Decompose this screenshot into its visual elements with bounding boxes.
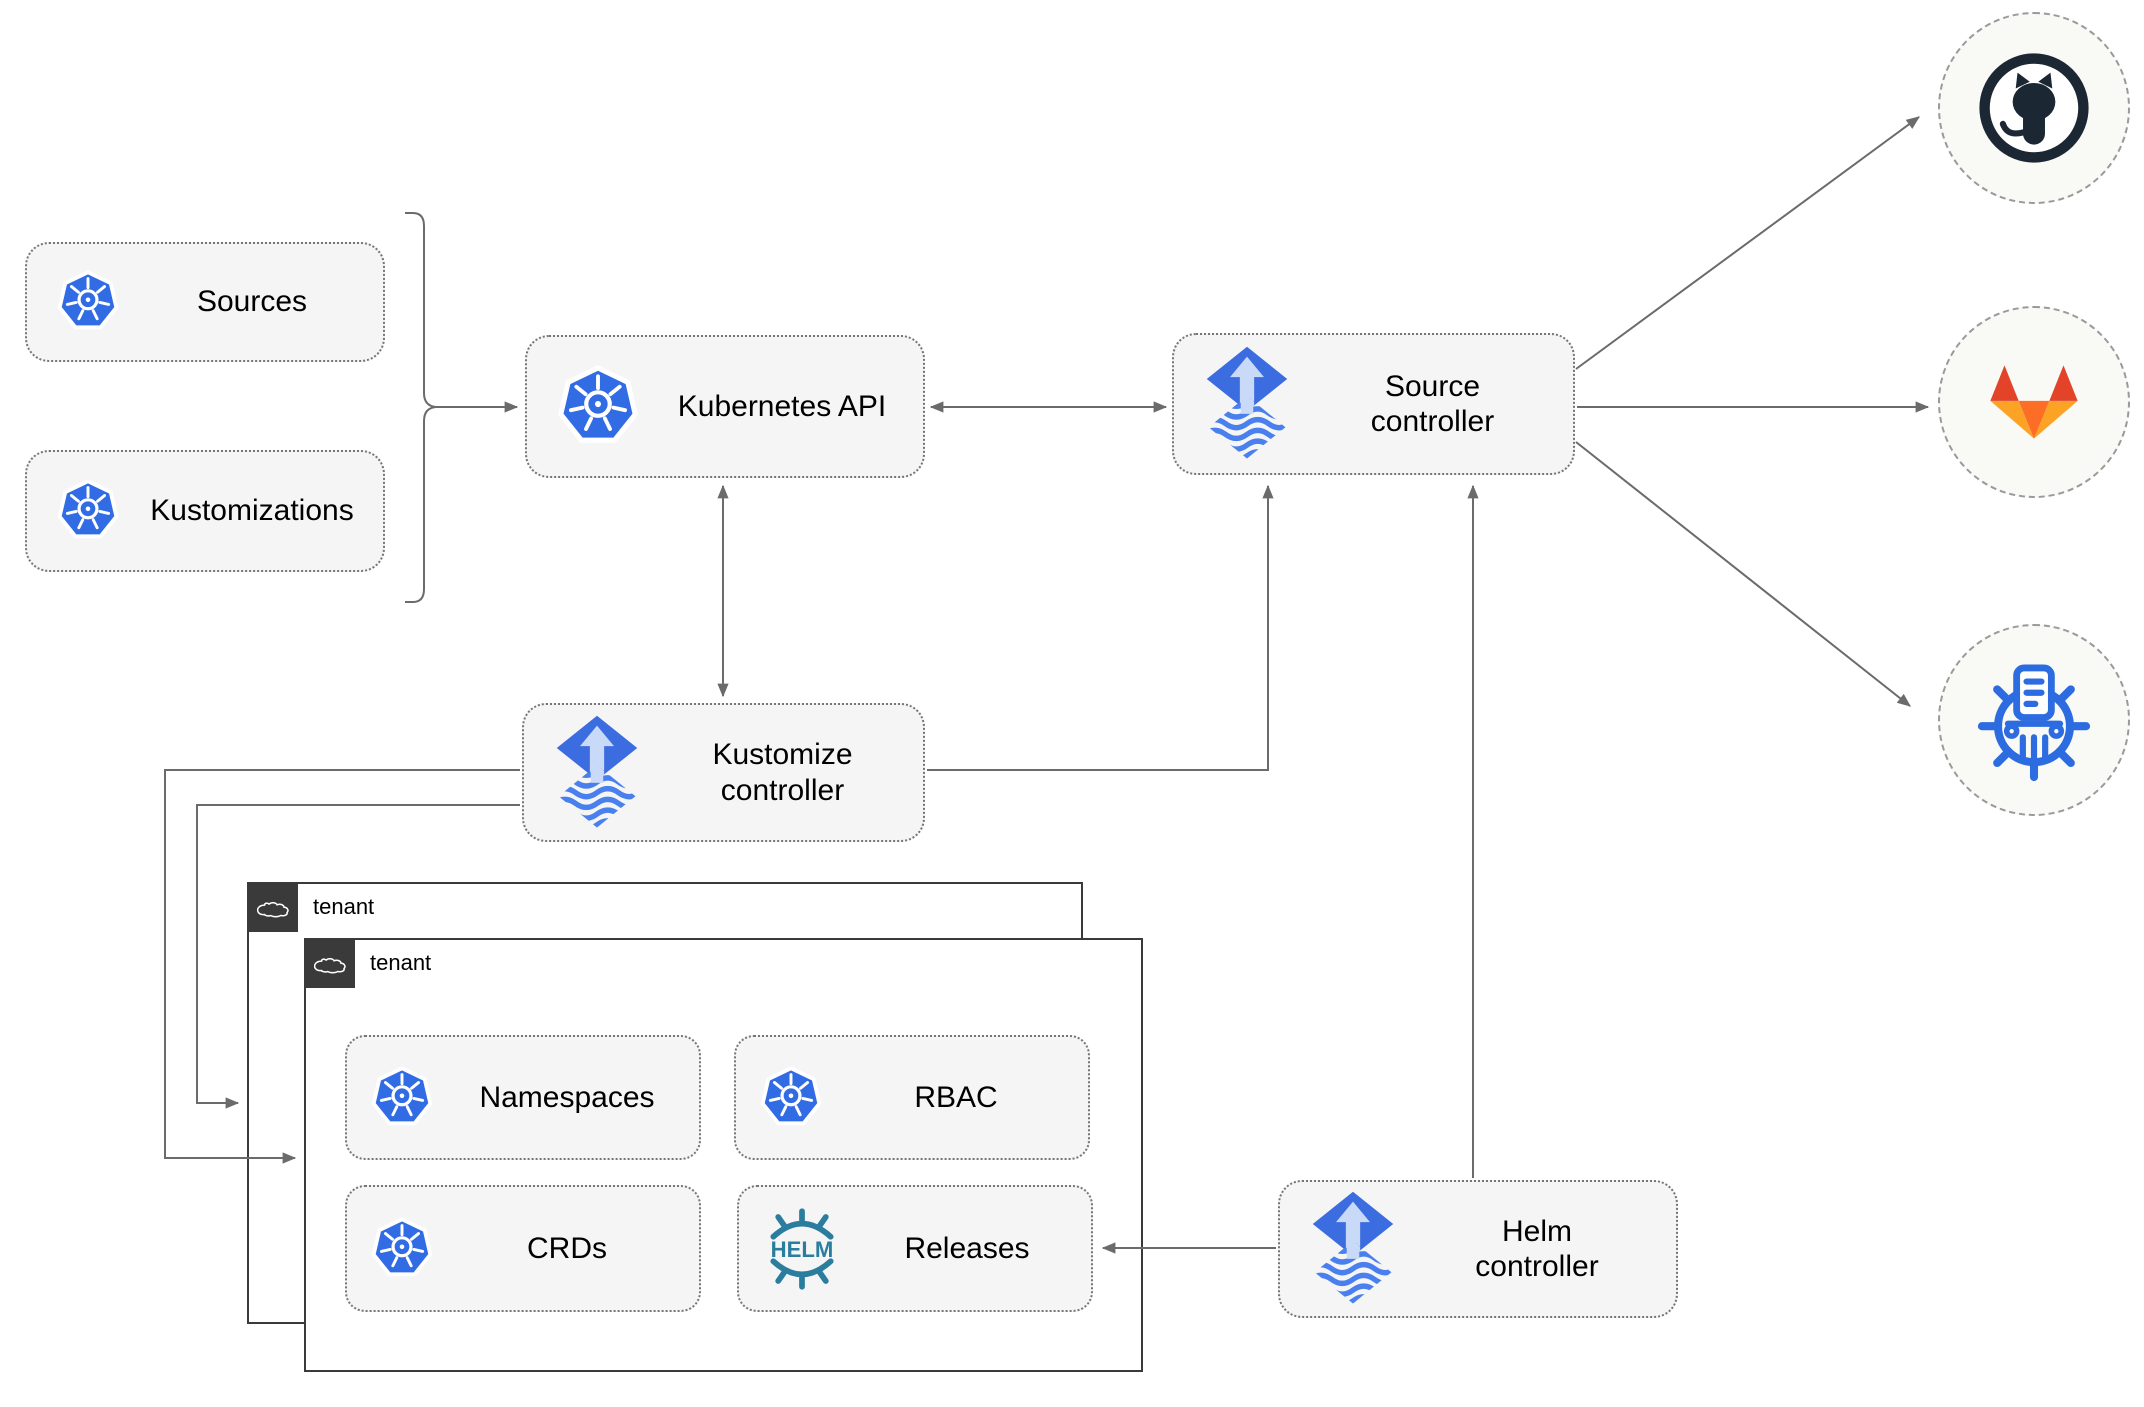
kubernetes-icon <box>369 1217 435 1281</box>
node-kustomizations: Kustomizations <box>25 450 385 572</box>
github-icon <box>1973 47 2095 169</box>
node-kubernetes-api-label: Kubernetes API <box>677 389 887 423</box>
node-releases-label: Releases <box>904 1231 1030 1265</box>
helm-icon: HELM <box>770 1207 834 1290</box>
node-crds-label: CRDs <box>527 1231 607 1265</box>
bracket-sources-kustomizations <box>405 212 437 603</box>
edge-source-to-chartmuseum <box>1575 441 1911 707</box>
kubernetes-icon <box>55 479 121 543</box>
node-crds: CRDs <box>345 1185 701 1312</box>
cloud-icon <box>314 952 346 974</box>
kubernetes-icon <box>369 1066 435 1130</box>
node-releases: HELM Releases <box>737 1185 1093 1312</box>
kubernetes-icon <box>758 1066 824 1130</box>
flux-icon <box>1308 1190 1398 1308</box>
node-sources-label: Sources <box>196 285 308 319</box>
kubernetes-icon <box>555 365 641 449</box>
node-namespaces: Namespaces <box>345 1035 701 1160</box>
node-kustomize-controller-label: Kustomize controller <box>712 738 853 807</box>
flux-icon <box>552 714 642 832</box>
node-kubernetes-api: Kubernetes API <box>525 335 925 478</box>
node-helm-controller-label: Helm controller <box>1475 1214 1599 1283</box>
node-source-controller: Source controller <box>1172 333 1575 475</box>
kubernetes-icon <box>55 270 121 334</box>
external-gitlab <box>1938 306 2130 498</box>
node-rbac-label: RBAC <box>914 1080 998 1114</box>
tenant-front-tab <box>304 938 355 988</box>
node-kustomize-controller: Kustomize controller <box>522 703 925 842</box>
tenant-back-label: tenant <box>313 894 375 919</box>
cloud-icon <box>257 896 289 918</box>
flux-icon <box>1202 345 1292 463</box>
tenant-back-tab <box>247 882 298 932</box>
node-sources: Sources <box>25 242 385 362</box>
edge-source-to-github <box>1575 116 1920 370</box>
helm-icon-text: HELM <box>771 1237 834 1262</box>
tenant-front-label: tenant <box>370 950 432 975</box>
external-github <box>1938 12 2130 204</box>
node-rbac: RBAC <box>734 1035 1090 1160</box>
chartmuseum-icon <box>1972 658 2096 782</box>
edge-kustomize-to-source-controller <box>927 484 1274 771</box>
gitlab-icon <box>1975 343 2093 461</box>
node-helm-controller: Helm controller <box>1278 1180 1678 1318</box>
node-namespaces-label: Namespaces <box>479 1080 655 1114</box>
external-chartmuseum <box>1938 624 2130 816</box>
node-kustomizations-label: Kustomizations <box>150 494 354 528</box>
node-source-controller-label: Source controller <box>1370 369 1495 438</box>
